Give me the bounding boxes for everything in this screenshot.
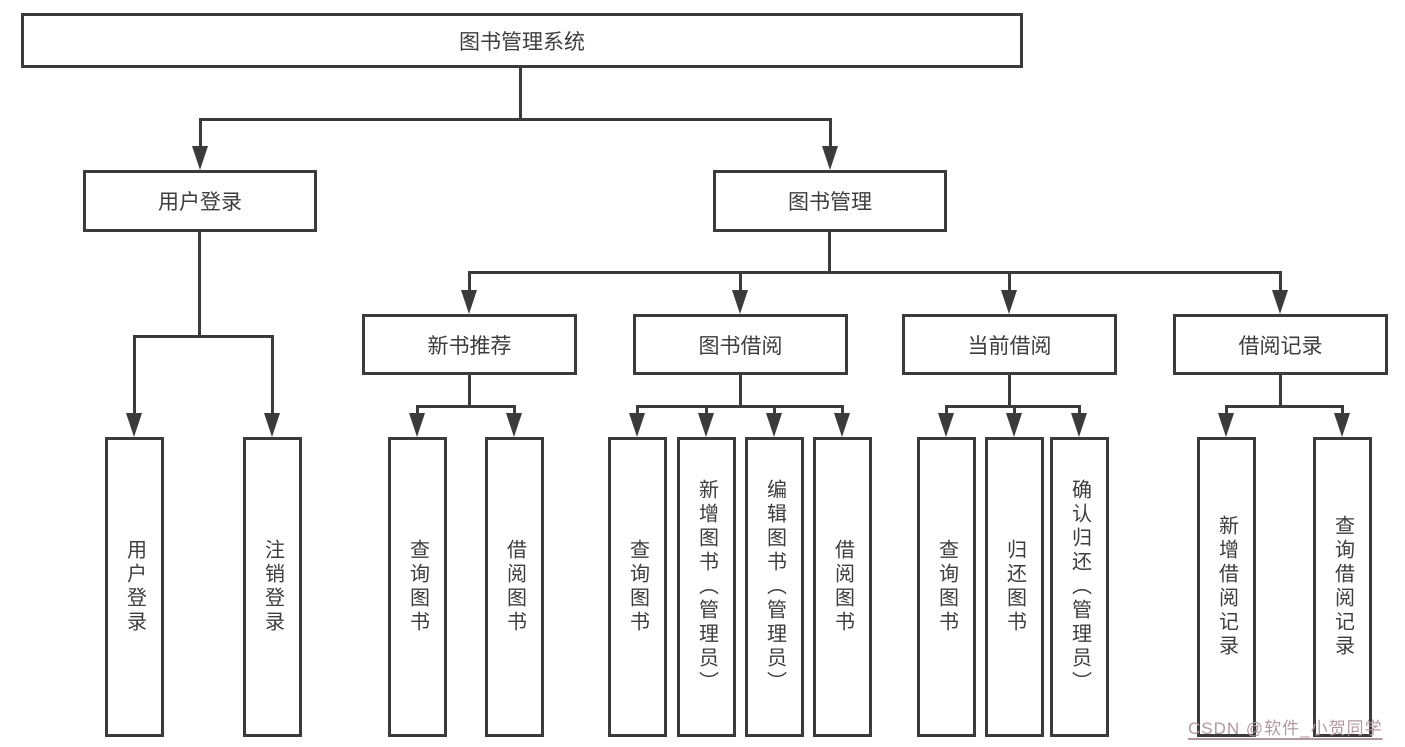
arrow-down-icon bbox=[1071, 413, 1087, 437]
connector-line bbox=[199, 118, 202, 156]
node-library-system: 图书管理系统 bbox=[21, 13, 1023, 68]
node-label: 新增借阅记录 bbox=[1215, 515, 1238, 659]
node-label: 借阅图书 bbox=[503, 539, 526, 635]
node-label: 查询图书 bbox=[406, 539, 429, 635]
node-borrowing-records: 借阅记录 bbox=[1173, 314, 1388, 375]
connector-line bbox=[468, 375, 471, 408]
node-label: 查询图书 bbox=[935, 539, 958, 635]
node-leaf-borrow-books: 借阅图书 bbox=[485, 437, 544, 737]
node-label: 图书借阅 bbox=[698, 334, 783, 358]
arrow-down-icon bbox=[264, 413, 280, 437]
arrow-down-icon bbox=[822, 146, 838, 170]
node-leaf-query-books: 查询图书 bbox=[608, 437, 667, 737]
node-label: 查询图书 bbox=[626, 539, 649, 635]
node-label: 注销登录 bbox=[261, 539, 284, 635]
node-leaf-return-books: 归还图书 bbox=[985, 437, 1044, 737]
watermark: CSDN @软件_小贺同学 bbox=[1188, 719, 1383, 738]
arrow-down-icon bbox=[1001, 290, 1017, 314]
node-leaf-edit-books-admin: 编辑图书（管理员） bbox=[745, 437, 804, 737]
arrow-down-icon bbox=[938, 413, 954, 437]
node-leaf-query-borrow-record: 查询借阅记录 bbox=[1313, 437, 1372, 737]
connector-line bbox=[133, 335, 136, 427]
connector-line bbox=[829, 118, 832, 156]
connector-line bbox=[198, 232, 201, 338]
connector-line bbox=[271, 335, 274, 427]
arrow-down-icon bbox=[126, 413, 142, 437]
connector-line bbox=[739, 375, 742, 408]
node-label: 当前借阅 bbox=[967, 334, 1052, 358]
arrow-down-icon bbox=[409, 413, 425, 437]
node-leaf-borrow-books: 借阅图书 bbox=[813, 437, 872, 737]
node-label: 图书管理 bbox=[788, 191, 872, 214]
arrow-down-icon bbox=[192, 146, 208, 170]
arrow-down-icon bbox=[732, 290, 748, 314]
node-label: 借阅记录 bbox=[1238, 334, 1323, 358]
node-user-login: 用户登录 bbox=[83, 170, 317, 232]
connector-line bbox=[1279, 375, 1282, 408]
node-leaf-add-books-admin: 新增图书（管理员） bbox=[677, 437, 736, 737]
connector-line bbox=[739, 271, 742, 305]
node-label: 新增图书（管理员） bbox=[695, 479, 718, 695]
arrow-down-icon bbox=[1334, 413, 1350, 437]
node-label: 图书管理系统 bbox=[459, 30, 585, 54]
connector-line bbox=[468, 271, 471, 305]
node-leaf-add-borrow-record: 新增借阅记录 bbox=[1197, 437, 1256, 737]
node-label: 用户登录 bbox=[123, 539, 146, 635]
node-leaf-confirm-return-admin: 确认归还（管理员） bbox=[1050, 437, 1109, 737]
node-label: 编辑图书（管理员） bbox=[763, 479, 786, 695]
node-leaf-query-books: 查询图书 bbox=[388, 437, 447, 737]
connector-line bbox=[133, 335, 274, 338]
arrow-down-icon bbox=[461, 290, 477, 314]
node-label: 查询借阅记录 bbox=[1331, 515, 1354, 659]
connector-line bbox=[1279, 271, 1282, 305]
node-label: 用户登录 bbox=[158, 191, 242, 214]
node-leaf-query-books: 查询图书 bbox=[917, 437, 976, 737]
connector-line bbox=[1008, 375, 1011, 408]
node-label: 确认归还（管理员） bbox=[1068, 479, 1091, 695]
arrow-down-icon bbox=[698, 413, 714, 437]
node-leaf-user-login: 用户登录 bbox=[105, 437, 164, 737]
arrow-down-icon bbox=[1218, 413, 1234, 437]
node-new-book-recommendation: 新书推荐 bbox=[362, 314, 577, 375]
arrow-down-icon bbox=[766, 413, 782, 437]
connector-line bbox=[1008, 271, 1011, 305]
node-label: 借阅图书 bbox=[831, 539, 854, 635]
arrow-down-icon bbox=[506, 413, 522, 437]
node-book-borrowing: 图书借阅 bbox=[633, 314, 848, 375]
connector-line bbox=[468, 271, 1281, 274]
arrow-down-icon bbox=[629, 413, 645, 437]
connector-line bbox=[519, 68, 522, 120]
node-label: 新书推荐 bbox=[427, 334, 512, 358]
node-leaf-logout: 注销登录 bbox=[243, 437, 302, 737]
node-book-management: 图书管理 bbox=[713, 170, 947, 232]
connector-line bbox=[199, 118, 831, 121]
connector-line bbox=[636, 405, 844, 408]
connector-line bbox=[416, 405, 516, 408]
arrow-down-icon bbox=[1006, 413, 1022, 437]
arrow-down-icon bbox=[834, 413, 850, 437]
connector-line bbox=[828, 232, 831, 274]
connector-line bbox=[1225, 405, 1343, 408]
arrow-down-icon bbox=[1272, 290, 1288, 314]
node-current-borrowing: 当前借阅 bbox=[902, 314, 1117, 375]
node-label: 归还图书 bbox=[1003, 539, 1026, 635]
